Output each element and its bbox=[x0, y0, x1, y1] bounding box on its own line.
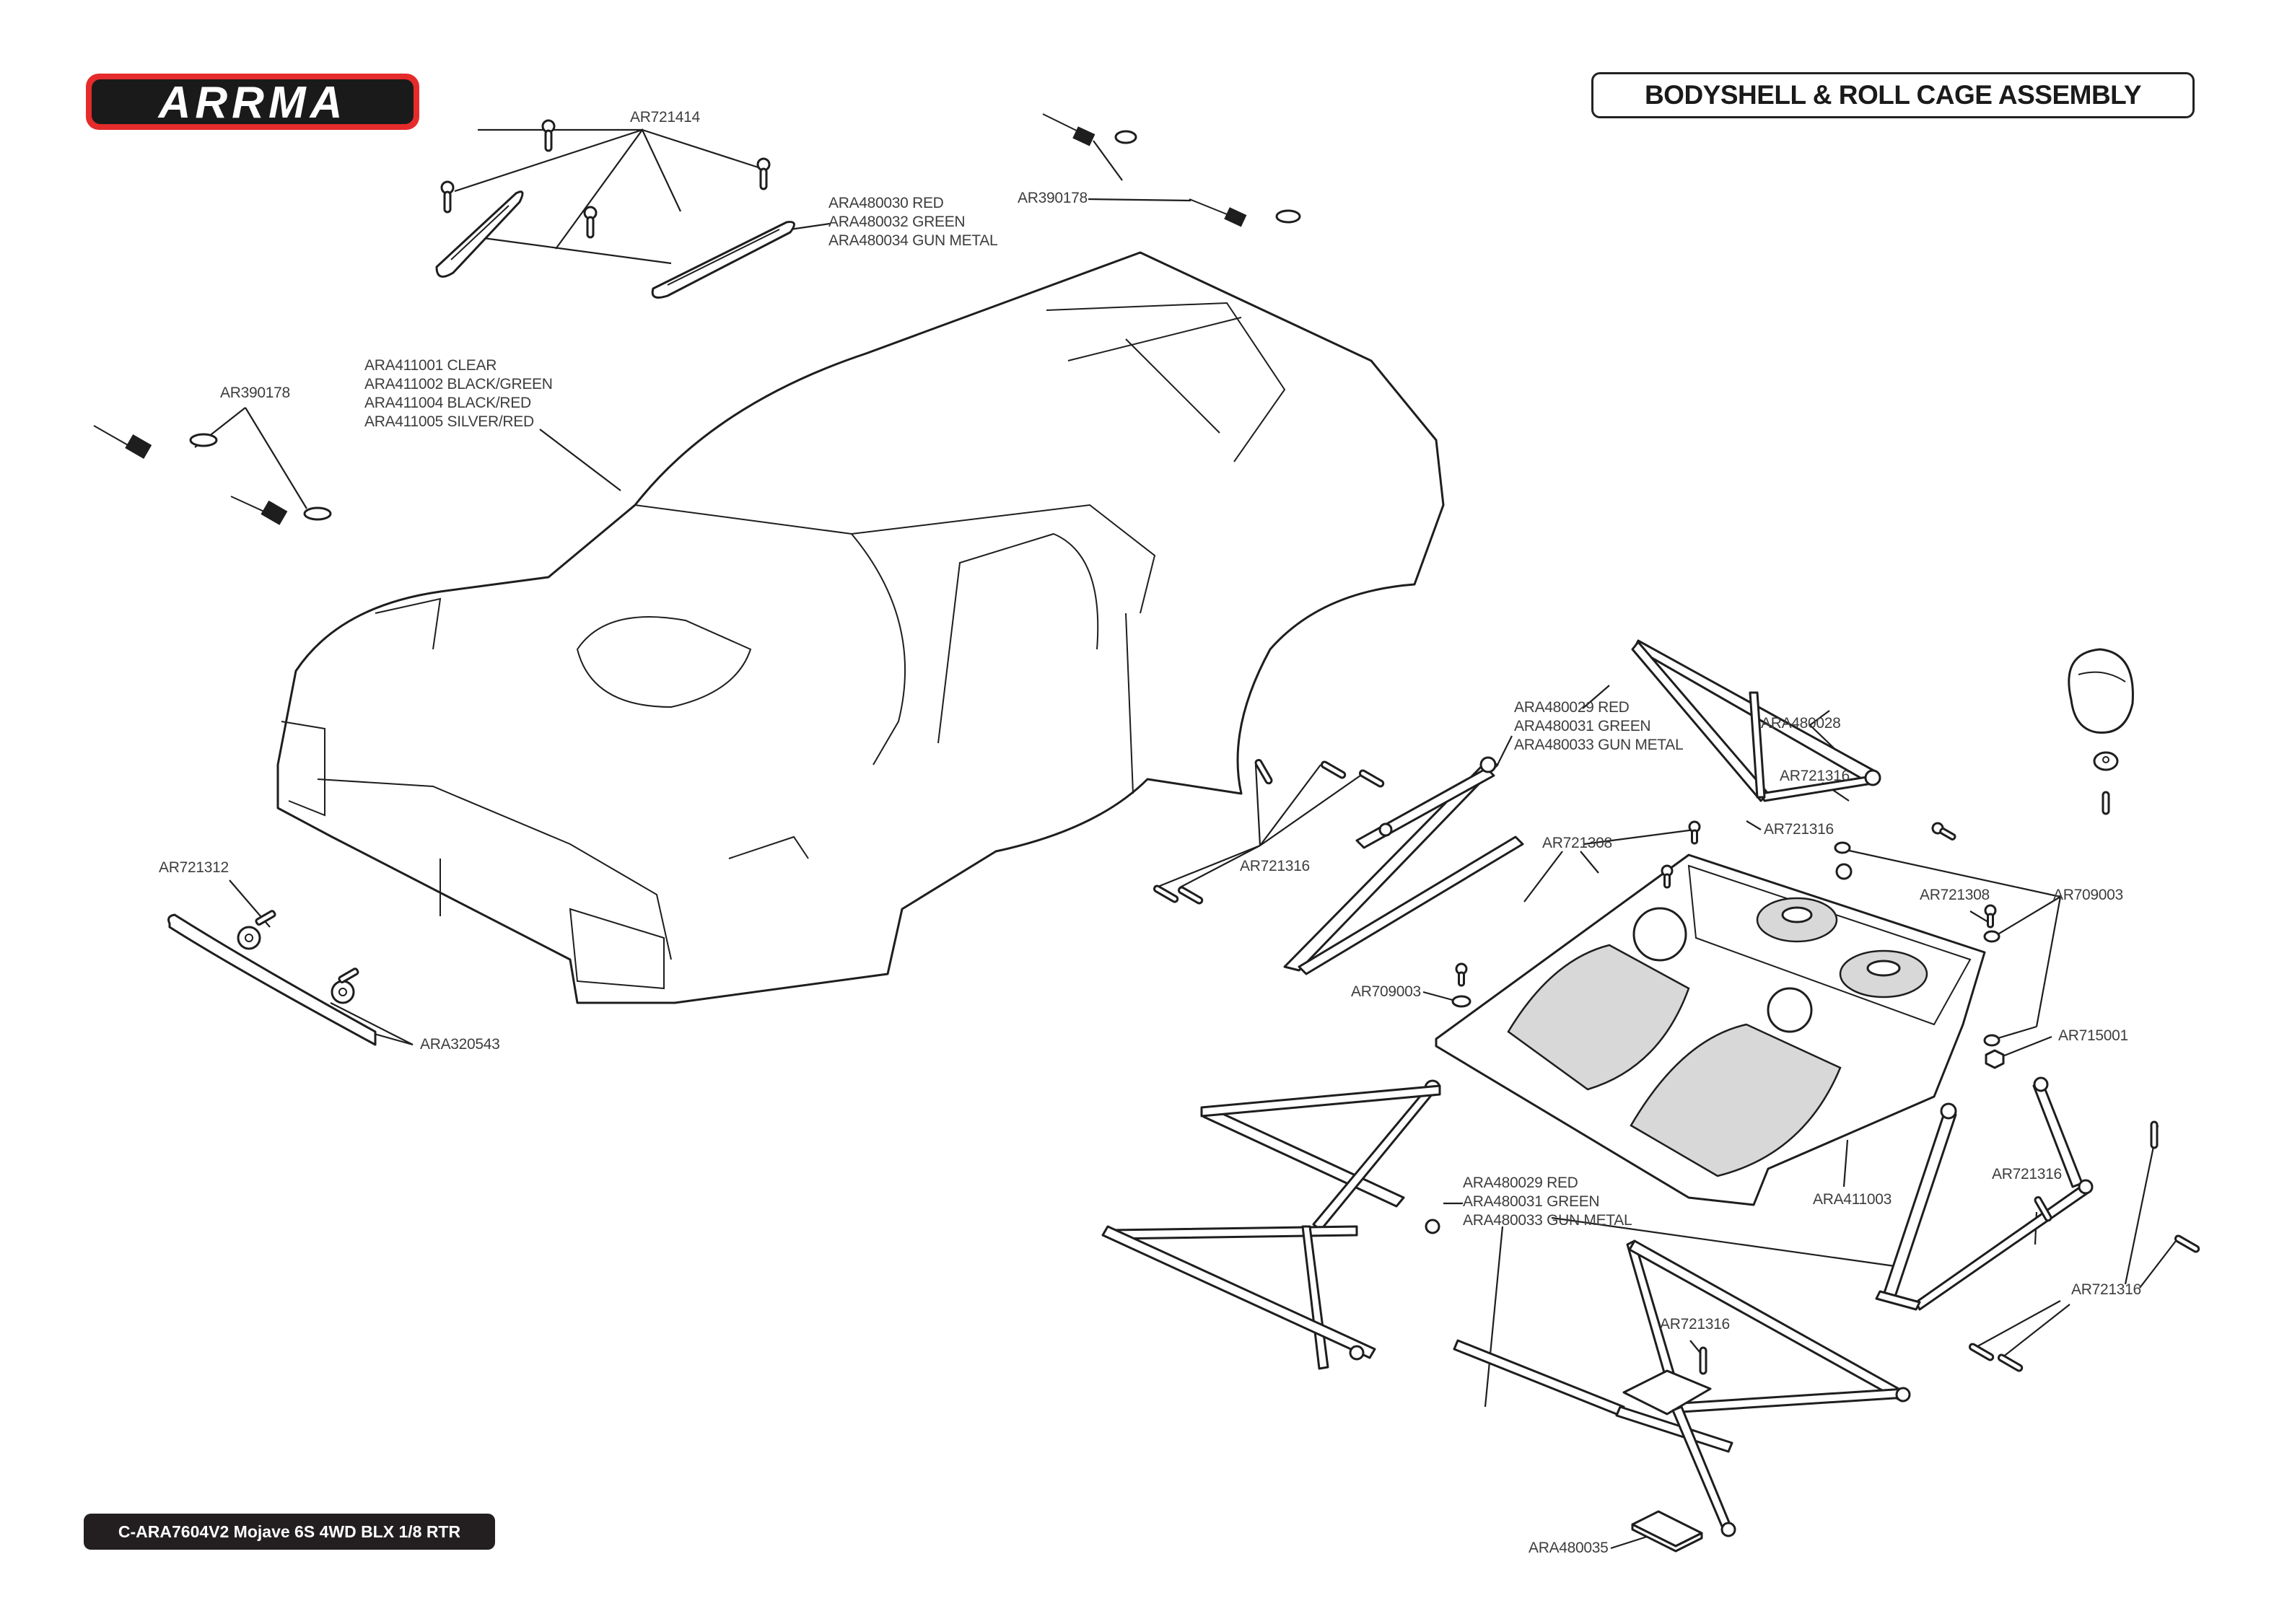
body-clips-right bbox=[1042, 113, 1301, 227]
roof-fins bbox=[435, 190, 795, 299]
callout-roof-fins: ARA480030 RED ARA480032 GREEN ARA480034 … bbox=[828, 195, 998, 249]
helmet bbox=[2068, 648, 2134, 815]
callout-ar390178-right: AR390178 bbox=[1018, 190, 1088, 206]
lower-cage-front bbox=[1453, 1239, 1911, 1537]
page-title-box: BODYSHELL & ROLL CAGE ASSEMBLY bbox=[1591, 72, 2195, 118]
side-cage-right bbox=[1875, 1076, 2094, 1311]
callout-ar721316-side: AR721316 bbox=[1992, 1166, 2062, 1182]
pad bbox=[1631, 1510, 1703, 1553]
callout-ar721308-right: AR721308 bbox=[1920, 887, 1990, 903]
callout-ara480035: ARA480035 bbox=[1529, 1540, 1609, 1556]
arrma-logo: ARRMA bbox=[86, 74, 419, 130]
model-badge: C-ARA7604V2 Mojave 6S 4WD BLX 1/8 RTR bbox=[84, 1514, 495, 1550]
callout-ar721316-helmet: AR721316 bbox=[1780, 768, 1850, 784]
callout-ara320543: ARA320543 bbox=[420, 1036, 500, 1053]
callout-ar721316-upper: AR721316 bbox=[1240, 858, 1310, 874]
interior-tray bbox=[1435, 853, 1986, 1206]
callout-ar721312: AR721312 bbox=[159, 859, 229, 876]
callout-ar390178-left: AR390178 bbox=[220, 385, 290, 401]
callout-ar721316-mid: AR721316 bbox=[1764, 821, 1834, 838]
callout-ar721316-side-pins: AR721316 bbox=[2071, 1281, 2141, 1298]
callout-ar709003-right: AR709003 bbox=[2053, 887, 2123, 903]
callout-ar715001: AR715001 bbox=[2058, 1027, 2128, 1044]
model-name: C-ARA7604V2 Mojave 6S 4WD BLX 1/8 RTR bbox=[118, 1522, 461, 1541]
callout-ar721308: AR721308 bbox=[1542, 835, 1612, 851]
callout-ara480028: ARA480028 bbox=[1761, 715, 1841, 732]
tray-hardware bbox=[1451, 820, 2005, 1069]
bodyshell bbox=[276, 251, 1445, 1004]
cage-pins bbox=[1153, 758, 2200, 1375]
callout-ar721316-front: AR721316 bbox=[1660, 1316, 1730, 1333]
callout-ar721414: AR721414 bbox=[630, 109, 700, 126]
lower-cage-left bbox=[1101, 1079, 1441, 1370]
screws-ar721414 bbox=[440, 119, 771, 239]
front-bumper bbox=[167, 910, 377, 1046]
logo-text: ARRMA bbox=[157, 78, 347, 128]
page-title: BODYSHELL & ROLL CAGE ASSEMBLY bbox=[1644, 80, 2142, 110]
callout-ar709003-left: AR709003 bbox=[1351, 983, 1421, 1000]
rear-cage-upper bbox=[1283, 756, 1524, 975]
roof-cage-triangle bbox=[1631, 639, 1881, 802]
body-clips-left bbox=[93, 425, 332, 525]
callout-lower-cage: ARA480029 RED ARA480031 GREEN ARA480033 … bbox=[1463, 1175, 1632, 1229]
callout-bodyshell: ARA411001 CLEAR ARA411002 BLACK/GREEN AR… bbox=[364, 357, 553, 430]
callout-ara411003: ARA411003 bbox=[1813, 1191, 1892, 1208]
callout-rear-cage-upper: ARA480029 RED ARA480031 GREEN ARA480033 … bbox=[1514, 699, 1684, 753]
